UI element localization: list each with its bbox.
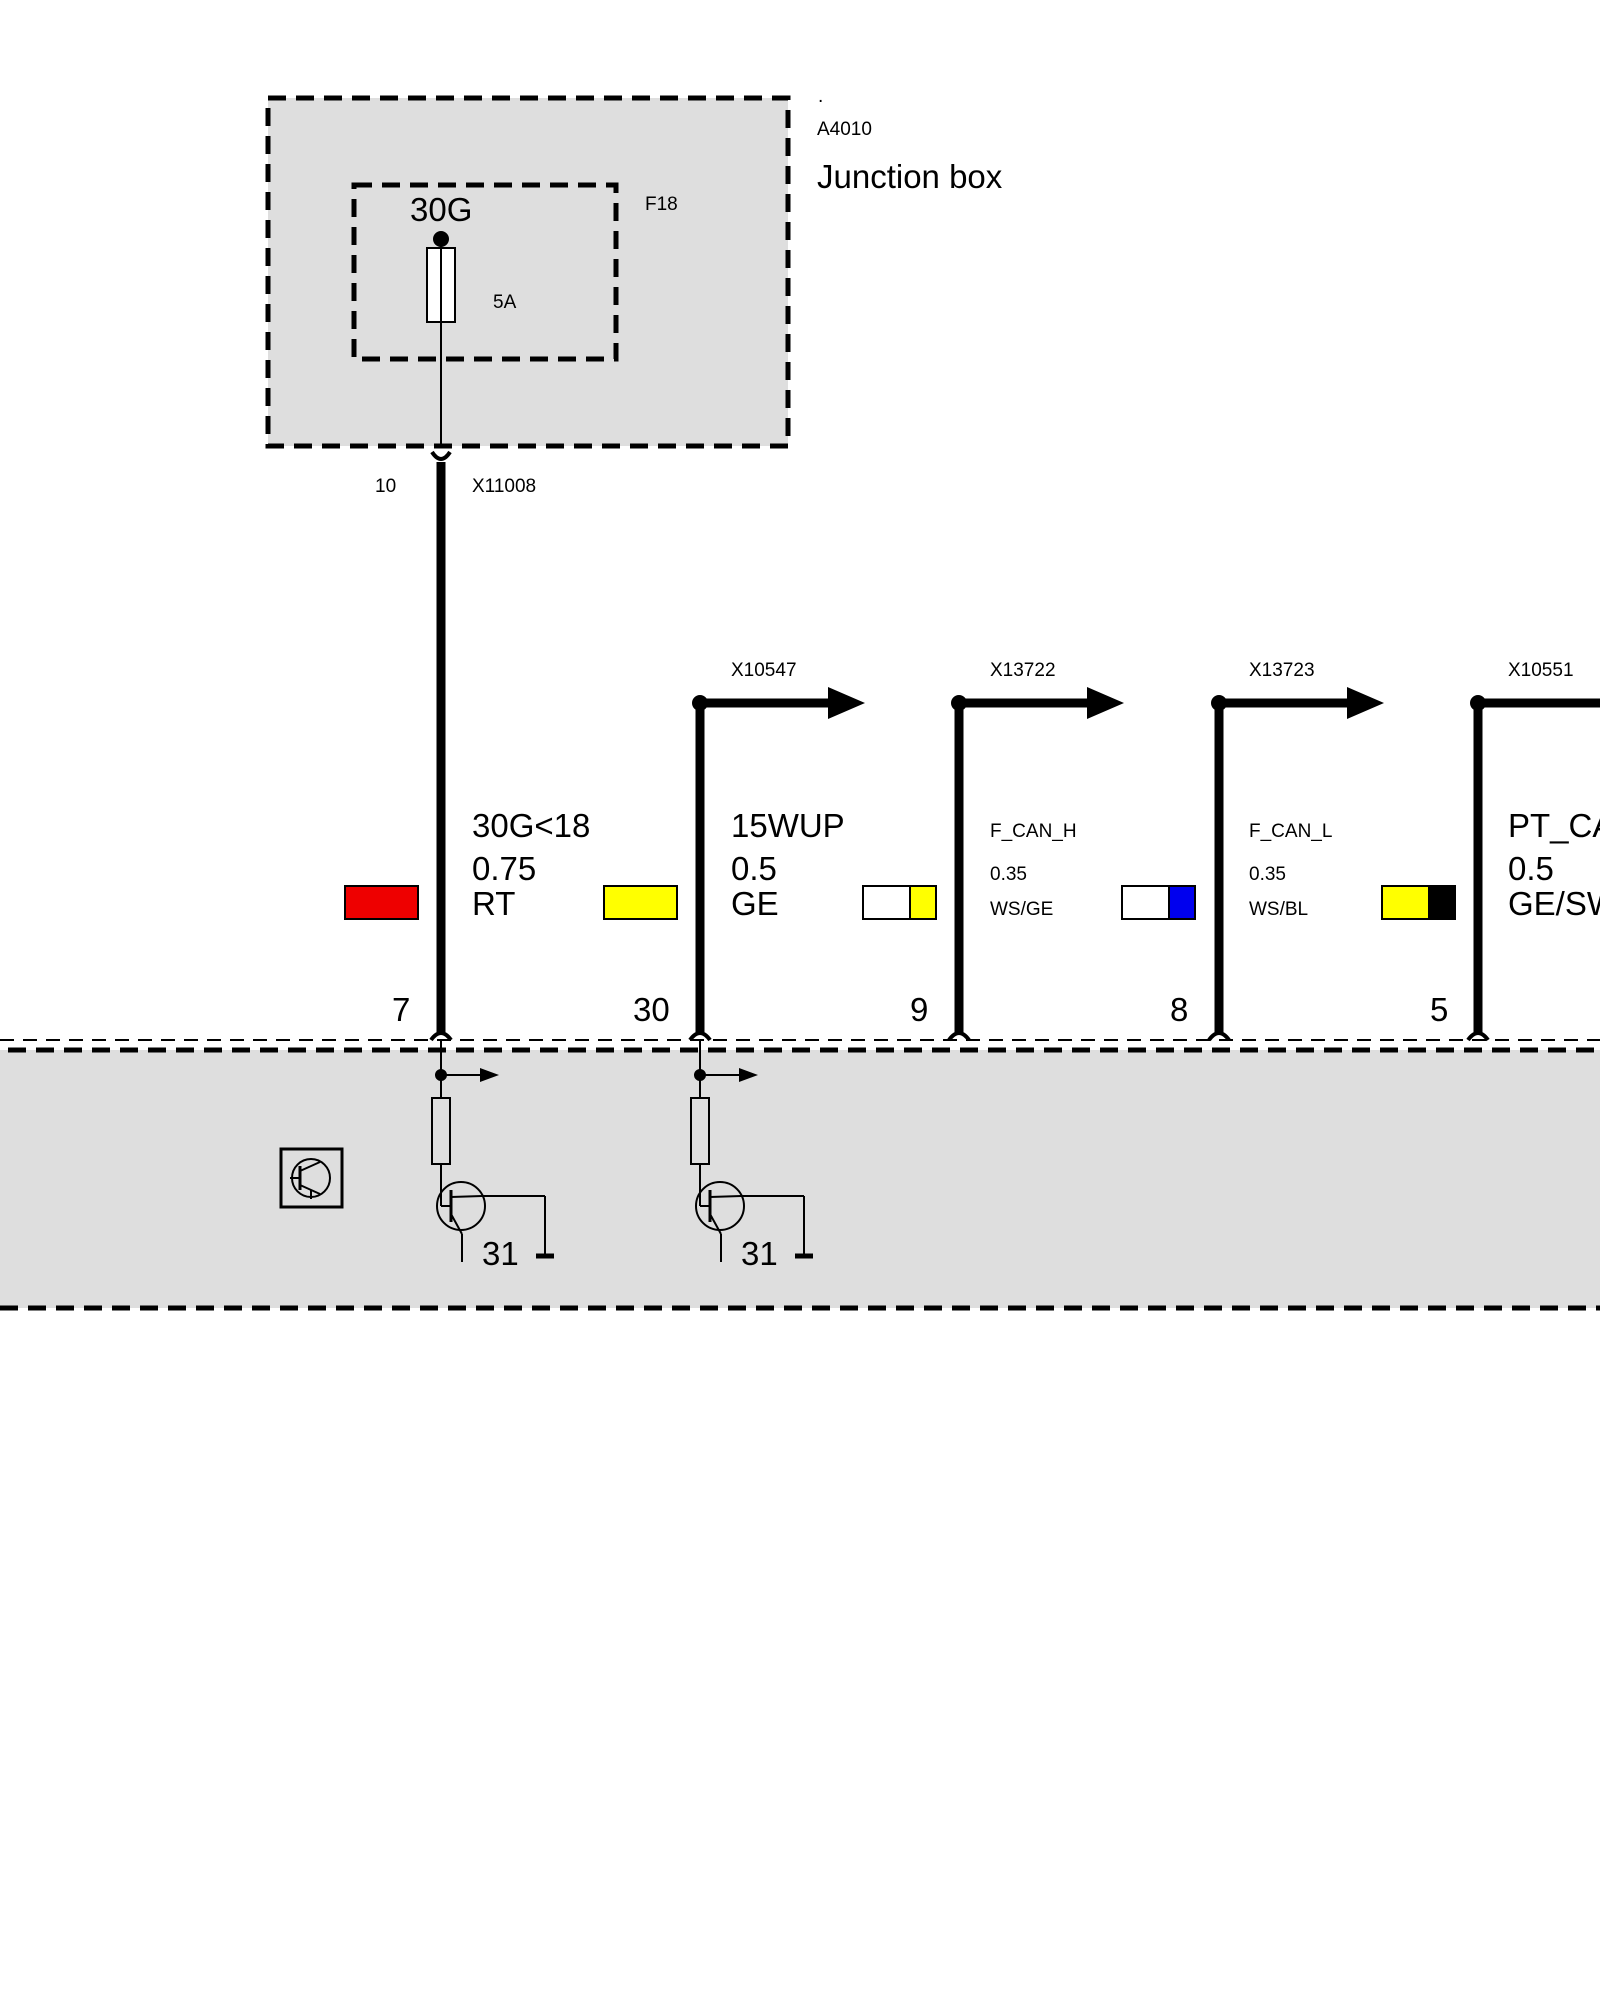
wire-size: 0.5 xyxy=(1508,850,1554,887)
connector-label: X13723 xyxy=(1249,660,1315,681)
connector-label: X10551 xyxy=(1508,660,1574,681)
wire-color-code: GE xyxy=(731,885,779,922)
branch-arrow-x10551 xyxy=(1470,695,1600,711)
branch-arrow-x10547 xyxy=(692,687,865,719)
fuse-terminal: 30G xyxy=(410,191,472,228)
connector-label: X10547 xyxy=(731,660,797,681)
jb-out-pin: 10 xyxy=(375,476,396,497)
branch-arrow-x13723 xyxy=(1211,687,1384,719)
wire-size: 0.35 xyxy=(990,864,1027,885)
jb-out-connector: X11008 xyxy=(472,476,536,497)
connector-label: X13722 xyxy=(990,660,1056,681)
pin-number: 7 xyxy=(392,991,410,1028)
jb-dot: . xyxy=(818,86,823,107)
wire-signal: 30G<18 xyxy=(472,807,590,844)
wire-color-swatch xyxy=(1121,885,1196,920)
wire-signal: F_CAN_H xyxy=(990,821,1077,842)
wire-size: 0.35 xyxy=(1249,864,1286,885)
internal-circuit-30 xyxy=(690,1040,813,1262)
wire-color-swatch xyxy=(862,885,937,920)
wire-color-swatch xyxy=(344,885,419,920)
wire-color-code: RT xyxy=(472,885,515,922)
jb-name: Junction box xyxy=(817,158,1003,195)
wire-color-code: WS/GE xyxy=(990,899,1053,920)
fuse-rating: 5A xyxy=(493,292,517,313)
wire-color-swatch xyxy=(603,885,678,920)
wire-color-swatch xyxy=(1381,885,1456,920)
internal-circuit-7 xyxy=(431,1040,554,1262)
pin-number: 5 xyxy=(1430,991,1448,1028)
junction-box xyxy=(265,95,791,449)
wire-size: 0.5 xyxy=(731,850,777,887)
ground-label: 31 xyxy=(482,1235,519,1272)
fuse-id: F18 xyxy=(645,194,678,215)
pin-number: 8 xyxy=(1170,991,1188,1028)
wire-color-code: GE/SW xyxy=(1508,885,1600,922)
fuse-holder-box xyxy=(351,182,619,362)
transistor-module-icon xyxy=(279,1147,344,1209)
wire-size: 0.75 xyxy=(472,850,536,887)
jb-id: A4010 xyxy=(817,119,872,140)
pin-number: 9 xyxy=(910,991,928,1028)
wire-signal: 15WUP xyxy=(731,807,845,844)
pin-number: 30 xyxy=(633,991,670,1028)
wire-signal: F_CAN_L xyxy=(1249,821,1332,842)
wire-signal: PT_CA xyxy=(1508,807,1600,844)
control-module-box xyxy=(0,1047,1600,1311)
jb-connector-socket xyxy=(430,450,452,461)
module-sockets xyxy=(429,1031,1490,1042)
ground-label: 31 xyxy=(741,1235,778,1272)
branch-arrow-x13722 xyxy=(951,687,1124,719)
wire-color-code: WS/BL xyxy=(1249,899,1308,920)
